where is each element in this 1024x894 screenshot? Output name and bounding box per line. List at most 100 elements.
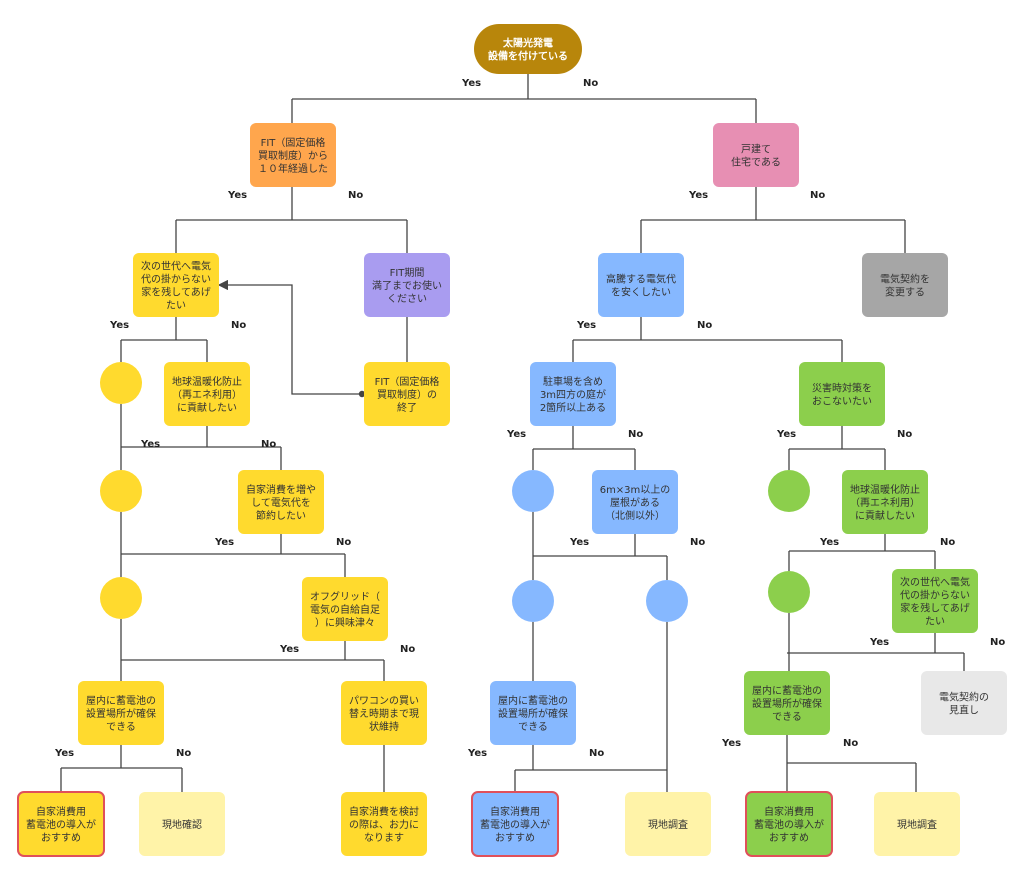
branch-label-no-30: No [589, 748, 604, 759]
connector-3 [640, 187, 906, 253]
node-text-line: 自家消費を増や [246, 483, 316, 496]
node-box [341, 681, 427, 745]
branch-label-yes-25: Yes [869, 637, 889, 648]
node-text-line: 節約したい [256, 509, 306, 522]
node-box [474, 24, 582, 74]
node-text-line: して電気代を [251, 496, 311, 509]
node-box [78, 681, 164, 745]
node-text-line: に貢献したい [855, 509, 915, 522]
node-text-line: 設置場所が確保 [86, 707, 156, 720]
node-text-line: 次の世代へ電気 [900, 576, 970, 589]
node-text-line: FIT（固定価格 [261, 136, 326, 149]
node-text-line: 駐車場を含め [543, 375, 603, 388]
node-text-line: オフグリッド（ [310, 590, 380, 603]
node-text-line: 現地調査 [897, 818, 937, 831]
node-box [139, 792, 225, 856]
node-text-line: おすすめ [495, 832, 535, 844]
node-text-line: FIT期間 [390, 267, 425, 279]
node-text-line: に貢献したい [177, 401, 237, 414]
branch-label-yes-29: Yes [467, 748, 487, 759]
connector-4 [120, 317, 208, 362]
node-text-line: 住宅である [731, 156, 781, 169]
branch-label-no-10: No [697, 320, 712, 331]
branch-label-yes-23: Yes [279, 644, 299, 655]
node-box [921, 671, 1007, 735]
branch-label-yes-19: Yes [569, 537, 589, 548]
branch-label-yes-9: Yes [576, 320, 596, 331]
node-text-line: 自家消費用 [764, 805, 814, 818]
node-text-line: 蓄電池の導入が [26, 818, 96, 831]
node-text-line: 地球温暖化防止 [172, 375, 242, 388]
node-text-line: 終了 [397, 401, 417, 414]
node-text-line: （再エネ利用） [850, 497, 920, 509]
node-box [842, 470, 928, 534]
connector-8 [121, 426, 282, 470]
branch-label-yes-3: Yes [227, 190, 247, 201]
node-box [133, 253, 219, 317]
connector-10 [788, 426, 886, 470]
junction-circle-7 [768, 470, 810, 512]
node-text-line: （再エネ利用） [172, 389, 242, 401]
node-survey-b: 現地調査 [625, 792, 711, 856]
node-box [713, 123, 799, 187]
node-text-line: １０年経過した [258, 162, 328, 175]
branch-label-no-32: No [843, 738, 858, 749]
node-text-line: 屋内に蓄電池の [498, 694, 568, 707]
connector-25 [786, 735, 917, 792]
node-text-line: 現地調査 [648, 818, 688, 831]
node-box [592, 470, 678, 534]
node-box [364, 362, 450, 426]
branch-label-no-14: No [628, 429, 643, 440]
node-text-line: 戸建て [741, 143, 771, 156]
node-text-line: を安くしたい [611, 286, 671, 299]
node-box [364, 253, 450, 317]
node-text-line: おすすめ [769, 832, 809, 844]
node-text-line: 満了までお使い [372, 279, 442, 292]
junction-circle-1 [100, 362, 142, 404]
node-text-line: 自家消費を検討 [349, 805, 419, 818]
branch-label-yes-5: Yes [688, 190, 708, 201]
connector-1 [291, 74, 757, 123]
connector-17 [120, 641, 385, 681]
node-text-line: 買取制度）の [377, 388, 437, 401]
node-box [238, 470, 324, 534]
junction-circle-6 [646, 580, 688, 622]
node-text-line: 災害時対策を [812, 382, 872, 395]
node-text-line: 変更する [885, 286, 925, 299]
node-box [17, 791, 105, 857]
node-text-line: FIT（固定価格 [375, 375, 440, 388]
node-text-line: おすすめ [41, 832, 81, 844]
feedback-arrow-dot [358, 390, 366, 398]
node-box [341, 792, 427, 856]
node-text-line: 電気契約を [880, 273, 930, 286]
node-text-line: 高騰する電気代 [606, 273, 676, 286]
node-text-line: 家を残してあげ [141, 286, 210, 299]
node-text-line: 代の掛からない [900, 589, 970, 602]
connector-24 [514, 745, 668, 792]
node-box [745, 791, 833, 857]
node-text-line: 自家消費用 [490, 805, 540, 818]
node-text-line: 屋内に蓄電池の [86, 694, 156, 707]
node-text-line: 代の掛からない [141, 273, 211, 286]
branch-label-yes-15: Yes [776, 429, 796, 440]
node-text-line: ）に興味津々 [315, 617, 375, 629]
node-text-line: 蓄電池の導入が [480, 818, 550, 831]
node-site-check: 現地確認 [139, 792, 225, 856]
feedback-arrow [217, 279, 364, 395]
branch-label-yes-27: Yes [54, 748, 74, 759]
node-text-line: できる [518, 721, 548, 733]
node-text-line: 家を残してあげ [900, 602, 969, 615]
node-text-line: の際は、お力に [349, 818, 419, 831]
